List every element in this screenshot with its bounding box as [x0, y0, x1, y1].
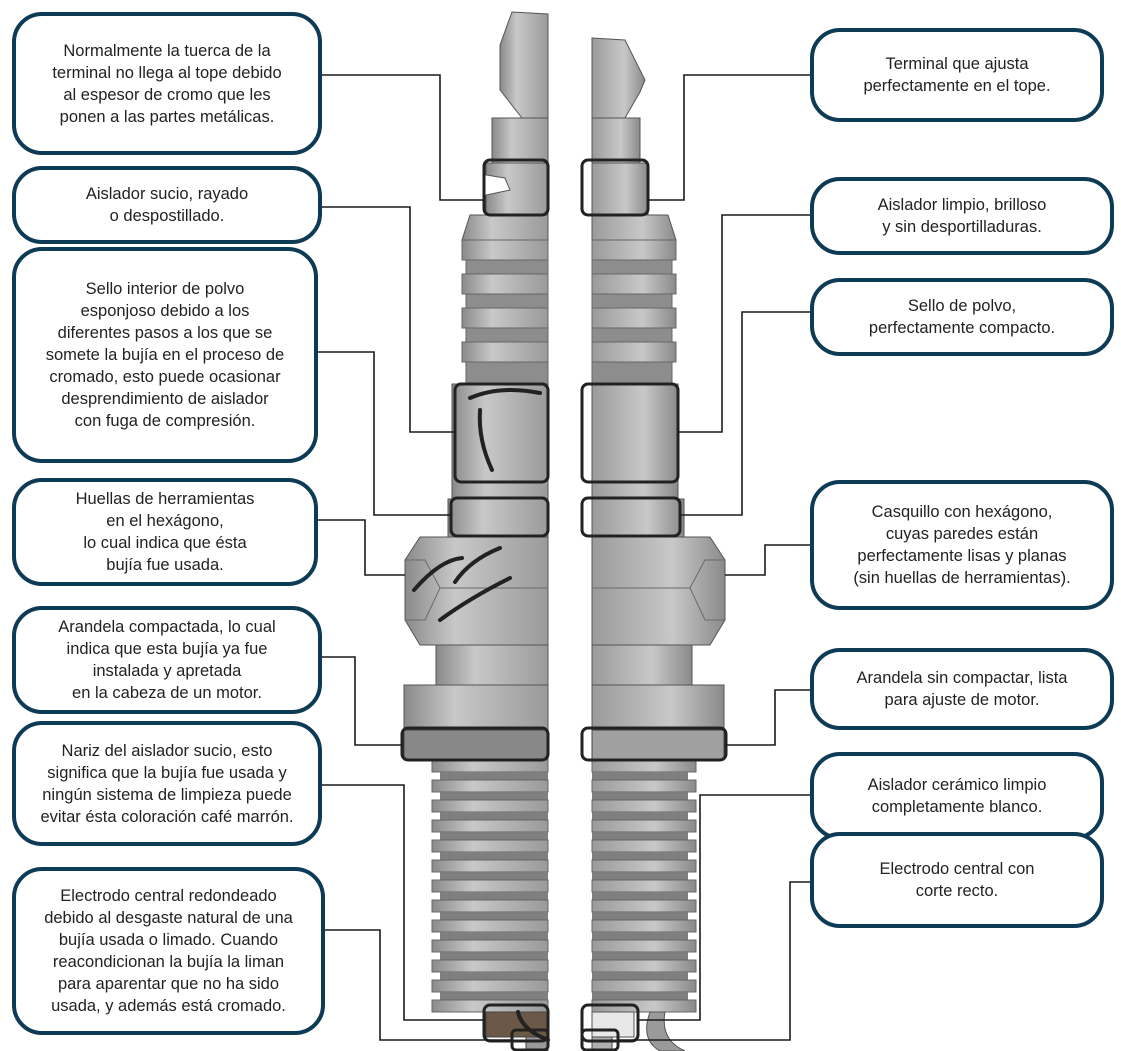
- highlight-boxes: [400, 158, 728, 1051]
- callout-smooth-hexagon: Casquillo con hexágono, cuyas paredes es…: [810, 480, 1114, 610]
- callout-terminal-fits: Terminal que ajusta perfectamente en el …: [810, 28, 1104, 122]
- used-spark-plug-half: [403, 11, 550, 1051]
- right-terminal-nut: [591, 162, 649, 216]
- right-insulator-ribs: [591, 239, 677, 385]
- right-insulator-nose: [591, 1011, 635, 1038]
- right-terminal-neck: [591, 117, 641, 164]
- right-shell-body: [591, 383, 679, 500]
- left-shell-body: [451, 383, 549, 500]
- right-ground-electrode: [646, 1011, 686, 1051]
- callout-terminal-nut-gap: Normalmente la tuerca de la terminal no …: [12, 12, 322, 155]
- right-crimp: [591, 498, 685, 538]
- callout-uncompressed-gasket: Arandela sin compactar, lista para ajust…: [810, 648, 1114, 730]
- callout-dirty-insulator: Aislador sucio, rayado o despostillado.: [12, 166, 322, 244]
- left-damage-marks: [412, 388, 550, 1042]
- right-shell-shoulder: [591, 684, 725, 731]
- right-hexagon: [591, 536, 726, 646]
- callout-clean-ceramic: Aislador cerámico limpio completamente b…: [810, 752, 1104, 840]
- callout-spongy-powder-seal: Sello interior de polvo esponjoso debido…: [12, 247, 318, 463]
- left-thread: [431, 759, 549, 1013]
- left-crimp: [447, 498, 549, 538]
- callout-tool-marks-hexagon: Huellas de herramientas en el hexágono, …: [12, 478, 318, 586]
- right-gasket: [591, 729, 725, 761]
- callout-compressed-gasket: Arandela compactada, lo cual indica que …: [12, 606, 322, 714]
- left-terminal-neck: [491, 117, 549, 164]
- right-hex-edges: [592, 559, 725, 621]
- left-gasket: [403, 729, 549, 761]
- left-shell-waist: [435, 644, 549, 686]
- callout-straight-cut-electrode: Electrodo central con corte recto.: [810, 832, 1104, 928]
- right-shell-waist: [591, 644, 693, 686]
- new-spark-plug-half: [591, 37, 726, 1051]
- left-hexagon: [404, 536, 549, 646]
- left-terminal: [499, 11, 549, 119]
- right-thread: [591, 759, 697, 1013]
- left-shell-shoulder: [403, 684, 549, 731]
- callout-dirty-nose: Nariz del aislador sucio, esto significa…: [12, 721, 322, 846]
- callout-rounded-electrode: Electrodo central redondeado debido al d…: [12, 867, 325, 1035]
- right-terminal: [591, 37, 646, 119]
- right-insulator-top: [591, 214, 677, 241]
- callout-clean-insulator: Aislador limpio, brilloso y sin desporti…: [810, 177, 1114, 255]
- left-insulator-top: [461, 214, 549, 241]
- callout-compact-seal: Sello de polvo, perfectamente compacto.: [810, 278, 1114, 356]
- leader-lines: [318, 74, 815, 1041]
- left-terminal-nut: [485, 162, 549, 216]
- left-insulator-ribs: [461, 239, 549, 385]
